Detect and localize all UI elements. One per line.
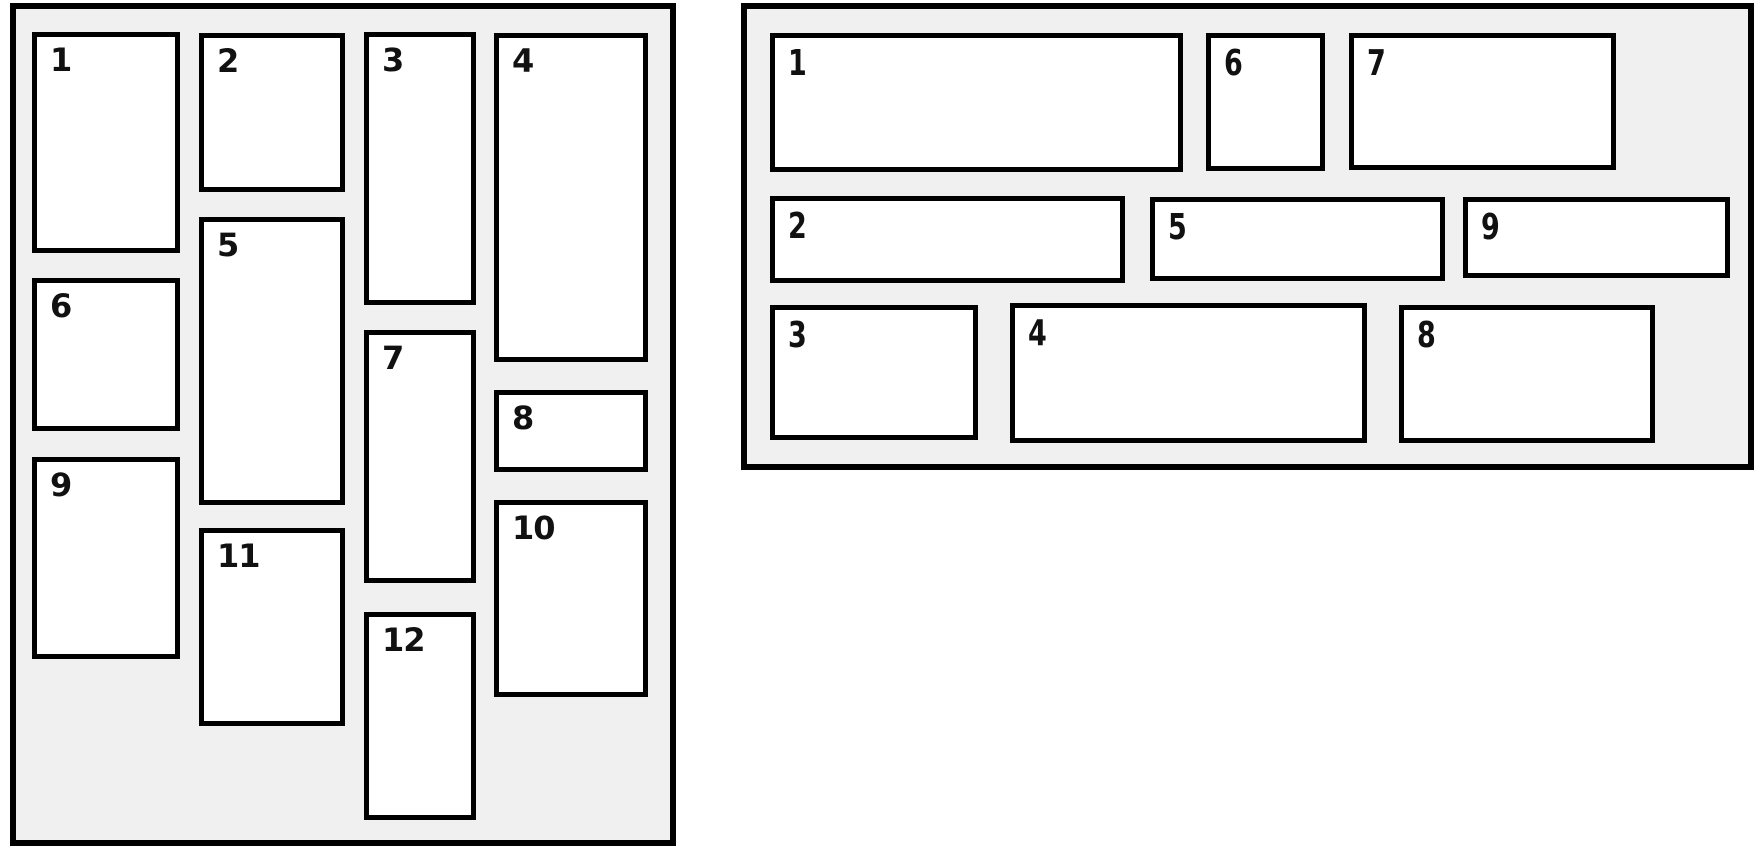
hmasonry-item-7: 7 xyxy=(1349,33,1616,170)
masonry-item-9: 9 xyxy=(32,457,180,659)
masonry-item-4: 4 xyxy=(494,33,648,362)
masonry-item-label: 11 xyxy=(217,537,261,575)
hmasonry-item-label: 9 xyxy=(1481,207,1500,248)
masonry-item-label: 6 xyxy=(50,287,72,325)
horizontal-masonry-panel: 1 6 7 2 5 9 3 4 8 xyxy=(741,3,1754,470)
masonry-item-11: 11 xyxy=(199,528,345,726)
hmasonry-item-1: 1 xyxy=(770,33,1183,172)
masonry-item-8: 8 xyxy=(494,390,648,472)
hmasonry-item-label: 8 xyxy=(1417,315,1436,356)
hmasonry-item-label: 7 xyxy=(1367,43,1386,84)
masonry-item-label: 3 xyxy=(382,41,404,79)
hmasonry-item-label: 5 xyxy=(1168,207,1187,248)
hmasonry-item-8: 8 xyxy=(1399,305,1655,443)
masonry-item-12: 12 xyxy=(364,612,476,820)
masonry-item-label: 4 xyxy=(512,42,534,80)
masonry-item-5: 5 xyxy=(199,217,345,505)
masonry-item-6: 6 xyxy=(32,278,180,431)
hmasonry-item-6: 6 xyxy=(1206,33,1325,171)
masonry-item-3: 3 xyxy=(364,32,476,305)
hmasonry-item-5: 5 xyxy=(1150,197,1445,281)
hmasonry-item-label: 6 xyxy=(1224,43,1243,84)
masonry-item-label: 1 xyxy=(50,41,72,79)
vertical-masonry-panel: 1 2 3 4 5 6 7 8 9 10 11 12 xyxy=(10,3,676,846)
hmasonry-item-label: 1 xyxy=(788,43,807,84)
hmasonry-item-2: 2 xyxy=(770,196,1125,283)
hmasonry-item-label: 4 xyxy=(1028,313,1047,354)
masonry-item-label: 12 xyxy=(382,621,426,659)
masonry-item-label: 9 xyxy=(50,466,72,504)
hmasonry-item-label: 3 xyxy=(788,315,807,356)
masonry-item-2: 2 xyxy=(199,33,345,192)
masonry-item-label: 5 xyxy=(217,226,239,264)
masonry-item-label: 10 xyxy=(512,509,556,547)
masonry-item-1: 1 xyxy=(32,32,180,253)
hmasonry-item-9: 9 xyxy=(1463,197,1730,278)
hmasonry-item-3: 3 xyxy=(770,305,978,440)
hmasonry-item-label: 2 xyxy=(788,206,807,247)
masonry-item-10: 10 xyxy=(494,500,648,697)
hmasonry-item-4: 4 xyxy=(1010,303,1367,443)
masonry-item-label: 7 xyxy=(382,339,404,377)
masonry-item-label: 2 xyxy=(217,42,239,80)
masonry-item-7: 7 xyxy=(364,330,476,583)
masonry-item-label: 8 xyxy=(512,399,534,437)
